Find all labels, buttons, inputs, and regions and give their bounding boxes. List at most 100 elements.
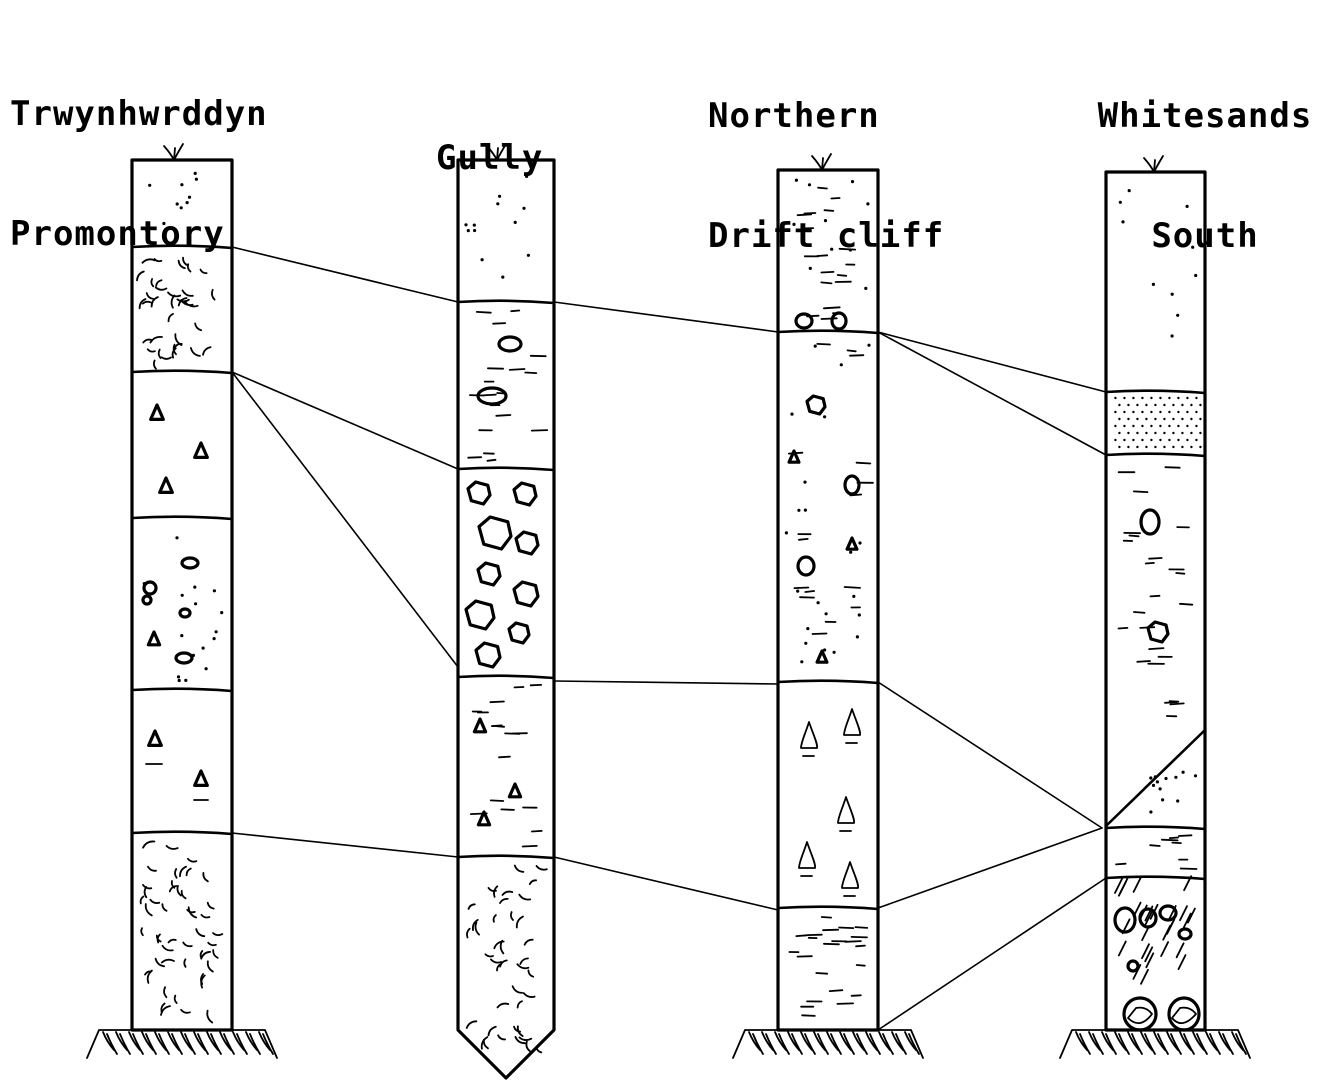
sand-dot bbox=[193, 171, 197, 175]
head-mark bbox=[161, 903, 168, 912]
sand-dot bbox=[1123, 438, 1126, 442]
clay-dash bbox=[843, 586, 861, 589]
bed-boundary bbox=[776, 679, 880, 685]
ground-hatch bbox=[102, 1031, 115, 1051]
head-mark bbox=[187, 857, 198, 863]
sand-dot bbox=[1163, 417, 1166, 421]
clay-dash bbox=[492, 322, 507, 325]
head-mark bbox=[138, 298, 147, 310]
sand-dot bbox=[1185, 204, 1189, 208]
ground-hatch bbox=[1157, 1033, 1169, 1055]
head-mark bbox=[182, 941, 193, 948]
ground-hatch bbox=[830, 1033, 842, 1055]
sand-dot bbox=[1172, 431, 1175, 435]
sand-dot bbox=[794, 178, 799, 182]
ground-hatch bbox=[245, 1031, 258, 1051]
clay-dash bbox=[820, 317, 838, 320]
boulder bbox=[464, 599, 496, 631]
ground-hatch bbox=[839, 1031, 852, 1051]
clay-dash bbox=[1133, 611, 1146, 614]
sand-dot bbox=[864, 286, 868, 290]
sand-dot bbox=[1136, 431, 1139, 435]
clast-rounded bbox=[1139, 508, 1161, 536]
sand-dot bbox=[1123, 424, 1126, 428]
sand-dot bbox=[824, 612, 828, 616]
clay-dash bbox=[816, 342, 831, 346]
head-mark bbox=[499, 959, 508, 968]
head-mark bbox=[515, 915, 524, 929]
sand-dot bbox=[790, 412, 794, 416]
hatch-mark bbox=[1145, 952, 1155, 969]
sand-dot bbox=[1195, 438, 1198, 442]
head-mark bbox=[207, 941, 217, 947]
clay-dash bbox=[822, 928, 840, 932]
clay-dash bbox=[1164, 466, 1181, 469]
sand-dot bbox=[855, 635, 860, 639]
clast-dark bbox=[837, 796, 856, 824]
ground-hatch bbox=[761, 1031, 774, 1051]
sand-dot bbox=[1172, 403, 1175, 407]
clast-dark bbox=[798, 841, 817, 869]
sand-dot bbox=[1199, 445, 1202, 449]
correlation-lines bbox=[231, 246, 1107, 1031]
ground-hatch bbox=[787, 1031, 800, 1051]
head-mark bbox=[180, 890, 187, 900]
sand-dot bbox=[1159, 438, 1162, 442]
head-mark bbox=[167, 938, 177, 944]
clay-dash bbox=[803, 212, 817, 215]
hatch-mark bbox=[1141, 943, 1150, 960]
clay-dash bbox=[838, 926, 855, 929]
head-mark bbox=[142, 840, 156, 849]
sand-dot bbox=[1123, 396, 1126, 400]
head-mark bbox=[199, 950, 204, 960]
clast-angular bbox=[507, 782, 523, 799]
ground-hatch bbox=[869, 1033, 881, 1055]
correlation-line bbox=[231, 246, 459, 303]
head-mark bbox=[200, 974, 206, 989]
sand-dot bbox=[839, 363, 843, 367]
sand-dot bbox=[1159, 410, 1162, 414]
head-mark bbox=[136, 270, 145, 282]
clast-rounded bbox=[476, 386, 508, 406]
clay-dash bbox=[830, 197, 841, 200]
sand-dot bbox=[1127, 417, 1130, 421]
ground-hatch bbox=[1079, 1033, 1091, 1055]
sand-dot bbox=[201, 646, 205, 650]
bed-boundary bbox=[456, 854, 556, 860]
hatch-mark bbox=[1140, 968, 1149, 985]
head-mark bbox=[170, 294, 176, 309]
hatch-mark bbox=[1144, 946, 1154, 963]
ground-hatch bbox=[791, 1033, 803, 1055]
title-line: Promontory bbox=[10, 214, 225, 254]
clay-dash bbox=[489, 700, 505, 704]
head-mark bbox=[179, 865, 187, 878]
head-mark bbox=[153, 258, 163, 263]
ground-hatch bbox=[206, 1031, 219, 1051]
sand-dot bbox=[1136, 445, 1139, 449]
clast-angular bbox=[193, 769, 209, 787]
ground-hatch bbox=[752, 1033, 764, 1055]
clay-dash bbox=[828, 989, 844, 992]
sand-dot bbox=[1186, 438, 1189, 442]
sand-dot bbox=[1151, 783, 1156, 788]
clay-dash bbox=[855, 964, 866, 967]
head-mark bbox=[155, 279, 163, 287]
sand-dot bbox=[1141, 396, 1144, 400]
sand-dot bbox=[807, 183, 812, 187]
bed-boundary bbox=[776, 905, 880, 911]
head-mark bbox=[487, 1025, 497, 1037]
clay-dash bbox=[815, 972, 829, 975]
hatch-mark bbox=[1144, 909, 1154, 925]
head-mark bbox=[150, 296, 159, 308]
sand-dot bbox=[177, 678, 181, 683]
sand-dot bbox=[145, 228, 149, 232]
sand-dot bbox=[832, 650, 836, 654]
sand-dot bbox=[193, 585, 197, 589]
ground-hatch bbox=[778, 1033, 790, 1055]
clay-dash bbox=[495, 414, 512, 417]
vegetation-mark bbox=[173, 147, 176, 161]
correlation-line bbox=[553, 856, 779, 911]
ground-hatch bbox=[115, 1031, 128, 1051]
hatch-mark bbox=[1132, 877, 1142, 893]
sand-dot bbox=[1118, 417, 1121, 421]
